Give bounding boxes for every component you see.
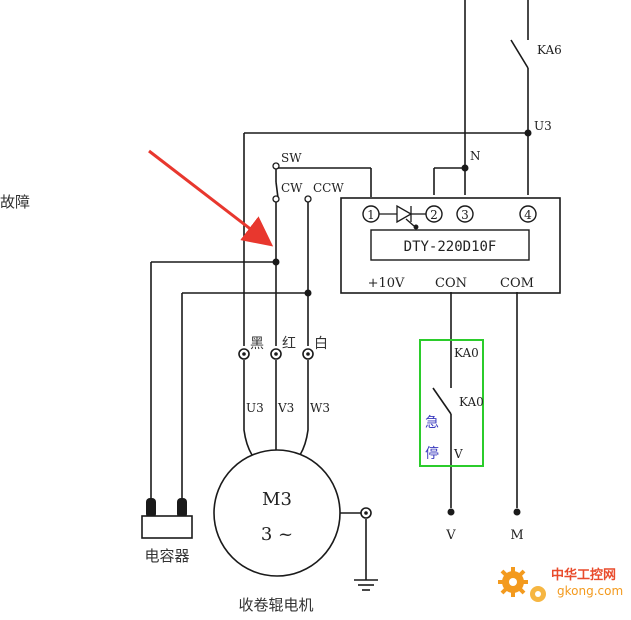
v-terminal — [447, 508, 455, 516]
motor-caption: 收卷辊电机 — [238, 596, 313, 614]
com-label: COM — [500, 276, 534, 291]
watermark-name: 中华工控网 — [551, 567, 616, 583]
estop-label-2: 停 — [425, 445, 439, 462]
sw-contact — [272, 162, 280, 170]
pin-3-label: 3 — [461, 208, 469, 222]
gear-icon — [498, 567, 546, 602]
ka0-top-label: KA0 — [454, 346, 479, 360]
controller-model: DTY-220D10F — [404, 239, 497, 255]
m-terminal-label: M — [510, 528, 523, 543]
v3-lead-label: V3 — [277, 401, 294, 415]
watermark-url: gkong.com — [557, 584, 623, 598]
plus10v-label: +10V — [368, 276, 405, 291]
estop-contact — [432, 387, 452, 415]
estop-v-label: V — [453, 447, 463, 461]
pin-4 — [519, 205, 537, 223]
junction-ccw — [304, 289, 312, 297]
watermark-logo: 中华工控网 gkong.com — [498, 567, 623, 602]
pin-3 — [456, 205, 474, 223]
controller-box — [340, 197, 561, 294]
fault-label: 故障 — [0, 193, 30, 211]
n-label: N — [470, 149, 481, 163]
ka6-label: KA6 — [537, 43, 562, 57]
motor-circle — [213, 449, 341, 577]
red-wire-label: 红 — [282, 336, 296, 352]
ka0-contact-label: KA0 — [459, 395, 484, 409]
motor-lead-w — [299, 360, 309, 456]
estop-box — [419, 339, 484, 467]
capacitor-label: 电容器 — [144, 547, 189, 565]
motor-phase: 3 ~ — [261, 524, 293, 545]
junction-cw — [272, 258, 280, 266]
motor-lead-u — [243, 360, 253, 456]
thyristor-symbol — [379, 204, 426, 230]
cw-contact — [272, 195, 280, 203]
u3-top-label: U3 — [534, 119, 552, 133]
junction-u3 — [524, 129, 532, 137]
m-terminal — [513, 508, 521, 516]
pin-4-label: 4 — [524, 208, 532, 222]
ka6-contact — [510, 39, 529, 69]
pin-2-label: 2 — [430, 208, 438, 222]
cw-label: CW — [281, 181, 303, 195]
w3-lead-label: W3 — [310, 401, 330, 415]
sw-label: SW — [281, 151, 302, 165]
pin-1-label: 1 — [367, 208, 375, 222]
motor-name: M3 — [262, 489, 292, 510]
estop-label-1: 急 — [425, 415, 439, 431]
ccw-contact — [304, 195, 312, 203]
capacitor — [141, 498, 193, 539]
switch-blade — [275, 181, 279, 199]
white-wire-label: 白 — [314, 336, 328, 352]
u3-lead-label: U3 — [246, 401, 264, 415]
v-terminal-label: V — [445, 528, 456, 543]
junction-n — [461, 164, 469, 172]
model-box — [370, 229, 530, 261]
red-pointer-arrow — [148, 149, 274, 247]
ccw-label: CCW — [313, 181, 344, 195]
con-label: CON — [435, 276, 467, 291]
wires — [150, 0, 529, 591]
black-wire-label: 黑 — [250, 336, 264, 352]
